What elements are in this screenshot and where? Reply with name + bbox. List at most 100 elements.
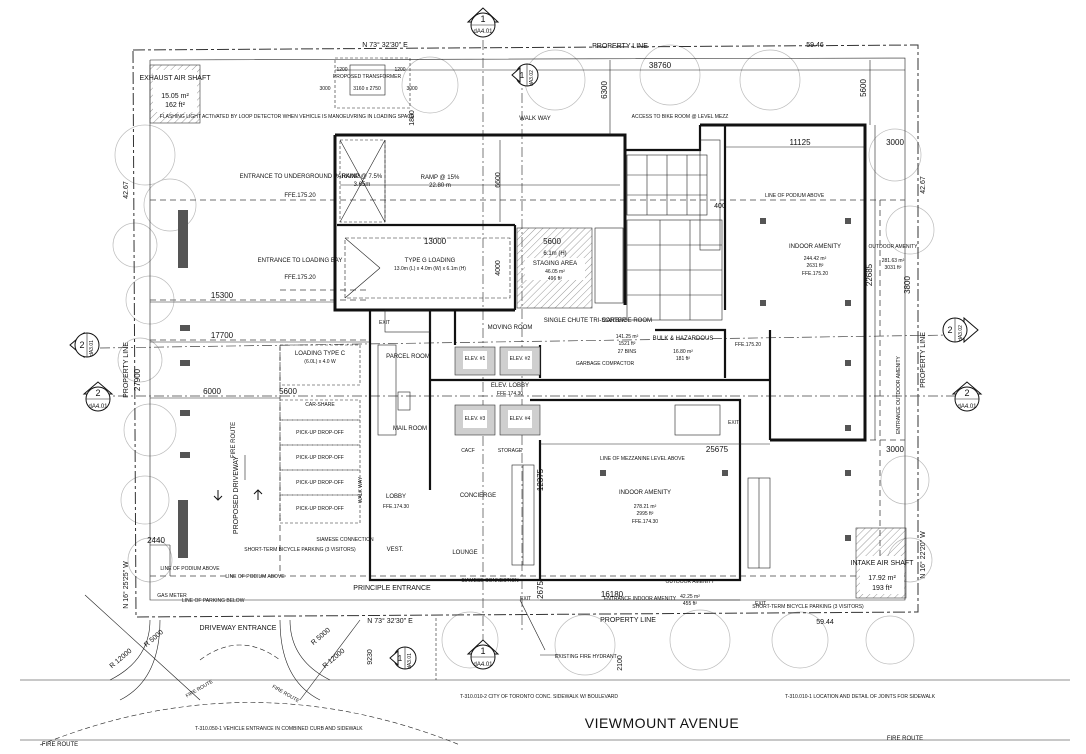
dim-16180: 16180: [601, 590, 624, 599]
intake-shaft-area-ft: 193 ft²: [872, 585, 893, 592]
entrance-outdoor: ENTRANCE OUTDOOR AMENITY: [896, 355, 902, 433]
pickup-4: PICK-UP DROP-OFF: [296, 506, 344, 512]
cacf: CACF: [461, 448, 475, 454]
dim-27900: 27900: [133, 368, 142, 391]
property-line-south: PROPERTY LINE: [600, 617, 656, 624]
section-marker-east-a: 2 dA3.02: [942, 316, 979, 344]
building-walls: [333, 123, 867, 582]
mail-room: MAIL ROOM: [393, 426, 427, 432]
dim-5600c: 5600: [543, 237, 561, 246]
concierge: CONCIERGE: [460, 493, 496, 499]
stairs: [377, 309, 771, 569]
ffe-amenity-2: FFE.174.30: [632, 519, 658, 525]
bearing-south: N 73° 32'30" E: [367, 617, 413, 625]
outdoor-amenity-1-area: 281.63 m²: [882, 258, 905, 264]
fire-route-1: FIRE ROUTE: [42, 742, 78, 748]
outdoor-amenity-2: OUTDOOR AMENITY: [666, 579, 716, 585]
svg-text:dA3.02: dA3.02: [958, 325, 964, 341]
elev4: ELEV. #4: [510, 416, 531, 422]
dim-13000: 13000: [424, 237, 447, 246]
bulk-label: BULK & HAZARDOUS: [653, 336, 714, 342]
ramp1-len: 3.65m: [354, 182, 371, 188]
dim-r5000a: R 5000: [143, 629, 165, 649]
driveway-arrows: [213, 489, 263, 501]
ramp1-label: RAMP @ 7.5%: [342, 174, 383, 180]
ffe-loading: FFE.175.20: [284, 275, 316, 281]
street-name: VIEWMOUNT AVENUE: [585, 715, 740, 731]
transformer: [349, 64, 386, 96]
svg-text:dA3.01: dA3.01: [89, 340, 95, 356]
bike-storage: [594, 227, 624, 304]
vest: VEST.: [387, 547, 404, 553]
dim-6600: 6600: [495, 172, 502, 188]
dim-38760: 38760: [649, 61, 672, 70]
existing-hydrant: EXISTING FIRE HYDRANT: [555, 654, 617, 660]
podium-lines: [150, 199, 905, 577]
ramps: [339, 139, 620, 223]
svg-text:2: 2: [79, 340, 84, 350]
dim-r12000b: R 12000: [322, 648, 347, 670]
dim-1200b: 1200: [394, 67, 405, 73]
garbage-area-ft: 1521 ft²: [619, 341, 636, 347]
svg-text:dA4.01: dA4.01: [957, 404, 977, 410]
dim-9230: 9230: [367, 649, 374, 665]
moving-room: MOVING ROOM: [488, 325, 533, 331]
ramp2-label: RAMP @ 15%: [421, 175, 460, 181]
property-line-east: PROPERTY LINE: [920, 332, 927, 388]
dim-2675: 2675: [536, 581, 545, 599]
storage: STORAGE: [498, 448, 523, 454]
flashing-light-note: FLASHING LIGHT ACTIVATED BY LOOP DETECTO…: [160, 114, 415, 120]
short-term-bike: SHORT-TERM BICYCLE PARKING (3 VISITORS): [244, 547, 356, 553]
walkway-label: WALK WAY: [519, 116, 550, 122]
structural-columns: [178, 210, 851, 558]
svg-text:dA4.01: dA4.01: [473, 29, 493, 35]
exhaust-shaft-area: 15.05 m²: [161, 93, 189, 100]
exhaust-shaft-label: EXHAUST AIR SHAFT: [139, 75, 211, 82]
staging-h: 6.1m (H): [543, 251, 566, 257]
dim-3000b: 3000: [886, 445, 904, 454]
walk-way-v: WALK WAY: [358, 476, 364, 503]
outdoor-amenity-1: OUTDOOR AMENITY: [869, 244, 919, 250]
section-marker-north: 1 dA4.01: [466, 7, 500, 38]
entrance-underground: ENTRANCE TO UNDERGROUND PARKING: [240, 174, 361, 180]
dim-11125: 11125: [789, 138, 811, 147]
elev3: ELEV. #3: [465, 416, 486, 422]
transformer-label: PROPOSED TRANSFORMER: [333, 74, 402, 80]
elev-lobby: ELEV. LOBBY: [491, 383, 529, 389]
driveway-entrance: DRIVEWAY ENTRANCE: [200, 625, 277, 632]
car-share: CAR-SHARE: [305, 402, 335, 408]
garbage-area: 141.25 m²: [616, 334, 639, 340]
prop-len-east: 42.67: [920, 176, 927, 194]
bike-room-access: ACCESS TO BIKE ROOM @ LEVEL MEZZ: [632, 114, 729, 120]
mezz-above-1: LINE OF MEZZANINE LEVEL ABOVE: [600, 456, 686, 462]
dim-3000c: 3000: [319, 86, 330, 92]
bulk-area-ft: 181 ft²: [676, 356, 691, 362]
fire-route-2: FIRE ROUTE: [887, 736, 923, 742]
indoor-amenity-1: INDOOR AMENITY: [789, 244, 841, 250]
dim-6300: 6300: [600, 81, 609, 99]
lounge: LOUNGE: [452, 550, 477, 556]
dim-25675: 25675: [706, 445, 729, 454]
dim-2440: 2440: [147, 536, 165, 545]
indoor-amenity-2-ft: 2995 ft²: [637, 511, 654, 517]
outdoor-amenity-1-ft: 3031 ft²: [885, 265, 902, 271]
elevators: [454, 346, 541, 436]
section-marker-west-a: 2 dA3.01: [69, 331, 100, 359]
dim-400: 400: [714, 203, 726, 210]
gas-meter: GAS METER: [157, 593, 187, 599]
indoor-amenity-1-ft: 2631 ft²: [807, 263, 824, 269]
dim-5600: 5600: [859, 79, 868, 97]
prop-len-north: 59.46: [806, 42, 824, 49]
dim-12375: 12375: [536, 468, 545, 491]
svg-text:2: 2: [947, 325, 952, 335]
exit-4: EXIT: [728, 420, 739, 426]
ffe-garbage: FFE.175.20: [735, 342, 761, 348]
note-joints: T-310.010-1 LOCATION AND DETAIL OF JOINT…: [785, 694, 936, 700]
ffe-amenity-1: FFE.175.20: [802, 271, 828, 277]
exit-2: EXIT: [520, 596, 531, 602]
lobby: LOBBY: [386, 494, 406, 500]
section-marker-bottom-small: 1 dA3.01: [389, 646, 417, 670]
dim-4000: 4000: [495, 260, 502, 276]
dim-17700: 17700: [211, 331, 234, 340]
outdoor-amenity-2-ft: 455 ft²: [683, 601, 698, 607]
